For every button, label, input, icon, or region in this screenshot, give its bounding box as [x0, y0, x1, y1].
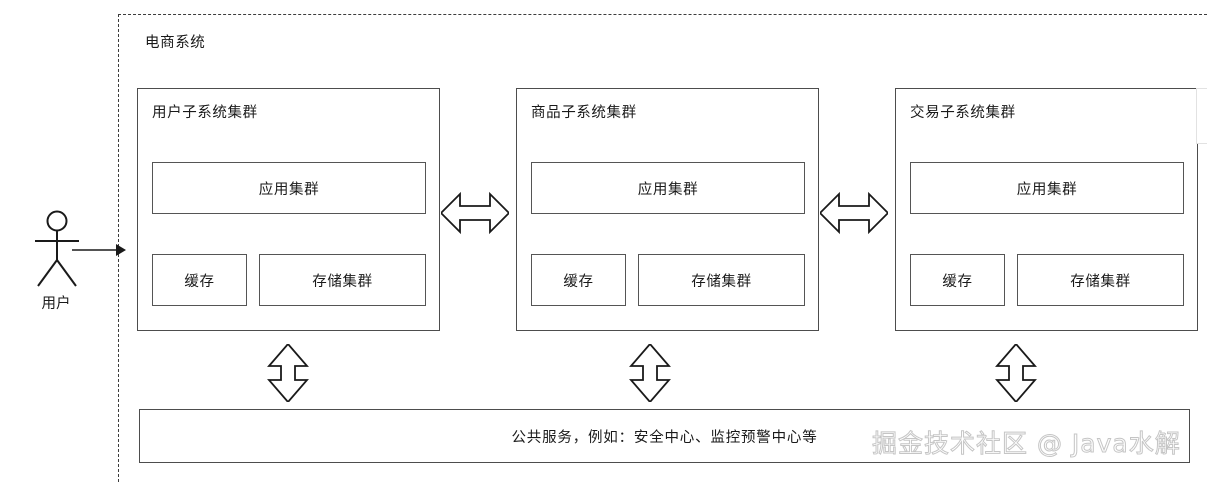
cache-box: 缓存 — [910, 254, 1005, 306]
subsystem-transaction-cluster: 交易子系统集群 应用集群 缓存 存储集群 — [895, 88, 1198, 331]
subsystem-title: 商品子系统集群 — [531, 105, 637, 121]
double-arrow-horizontal-icon — [439, 190, 511, 236]
subsystem-title: 交易子系统集群 — [910, 105, 1016, 121]
cache-box: 缓存 — [152, 254, 247, 306]
storage-cluster-box: 存储集群 — [638, 254, 805, 306]
system-boundary-title: 电商系统 — [145, 35, 206, 51]
edge-clipped-box — [1196, 88, 1207, 144]
subsystem-user-cluster: 用户子系统集群 应用集群 缓存 存储集群 — [137, 88, 440, 331]
arrow-right-icon — [72, 240, 126, 260]
common-services-bar: 公共服务，例如：安全中心、监控预警中心等 — [139, 409, 1190, 463]
app-cluster-box: 应用集群 — [910, 162, 1184, 214]
subsystem-title: 用户子系统集群 — [152, 105, 258, 121]
double-arrow-vertical-icon — [265, 342, 311, 404]
double-arrow-vertical-icon — [993, 342, 1039, 404]
storage-cluster-box: 存储集群 — [1017, 254, 1184, 306]
app-cluster-box: 应用集群 — [152, 162, 426, 214]
double-arrow-vertical-icon — [627, 342, 673, 404]
subsystem-product-cluster: 商品子系统集群 应用集群 缓存 存储集群 — [516, 88, 819, 331]
storage-cluster-box: 存储集群 — [259, 254, 426, 306]
app-cluster-box: 应用集群 — [531, 162, 805, 214]
actor-stick-figure-icon — [26, 210, 88, 290]
double-arrow-horizontal-icon — [818, 190, 890, 236]
actor-label: 用户 — [41, 296, 71, 312]
cache-box: 缓存 — [531, 254, 626, 306]
